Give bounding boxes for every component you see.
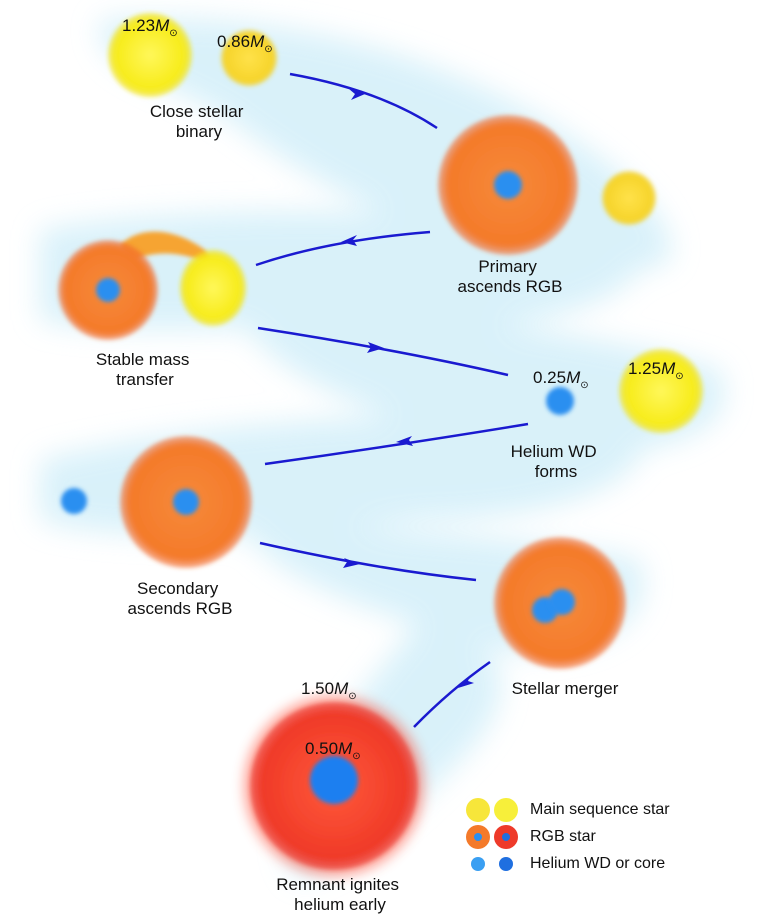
legend: Main sequence star RGB star Helium WD or… (460, 796, 760, 877)
mass-primary-label: 1.23M⊙ (122, 16, 178, 39)
remnant-label: Remnant ignites helium early (276, 875, 404, 914)
wd-icon-1 (471, 857, 485, 871)
arrowhead-5 (343, 558, 360, 568)
ms-icon-2 (494, 798, 518, 822)
mass-companion-label: 1.25M⊙ (628, 359, 684, 382)
remnant-helium-core (310, 756, 358, 804)
binary-label: Close stellar binary (150, 102, 248, 141)
legend-rgb-text: RGB star (530, 827, 596, 845)
arrow-4 (264, 422, 529, 466)
arrow-1 (289, 72, 438, 130)
arrowhead-3 (367, 342, 384, 353)
arrowhead-6 (458, 676, 474, 688)
legend-rgb: RGB star (460, 823, 760, 850)
secondary-rgb-label: Secondary ascends RGB (128, 579, 233, 618)
merger-label: Stellar merger (512, 679, 619, 698)
ms-icon-1 (466, 798, 490, 822)
donor-helium-core (96, 278, 120, 302)
legend-helium-wd: Helium WD or core (460, 850, 760, 877)
arrow-5 (259, 541, 477, 582)
mass-wd-label: 0.25M⊙ (533, 368, 589, 391)
rgb-icon-red-core (502, 833, 510, 841)
legend-helium-wd-text: Helium WD or core (530, 854, 666, 872)
arrowhead-2 (341, 235, 357, 246)
primary-rgb-label: Primary ascends RGB (458, 257, 563, 296)
mass-transfer-label: Stable mass transfer (96, 350, 194, 389)
mass-core-label: 0.50M⊙ (305, 739, 361, 762)
arrowhead-4 (396, 436, 413, 446)
primary-helium-core (494, 171, 522, 199)
stage-wd-forms: 0.25M⊙ 1.25M⊙ Helium WD forms (511, 349, 703, 481)
main-sequence-icons (460, 796, 530, 823)
primary-ms-star (108, 13, 192, 97)
companion-ms-star-large (619, 349, 703, 433)
arrow-6 (413, 660, 491, 728)
secondary-helium-core (173, 489, 199, 515)
wd-forms-label: Helium WD forms (511, 442, 602, 481)
rgb-icons (460, 823, 530, 850)
accretor-ms-star (180, 250, 246, 326)
secondary-ms-star (221, 30, 277, 86)
arrow-3 (257, 326, 509, 377)
rgb-icon-orange-core (474, 833, 482, 841)
mass-transfer-stream (120, 231, 215, 268)
arrow-2 (255, 230, 431, 267)
legend-main-sequence-text: Main sequence star (530, 800, 670, 818)
helium-wd (546, 387, 574, 415)
stage-merger: Stellar merger (494, 537, 626, 698)
wd-icon-2 (499, 857, 513, 871)
helium-wd-companion (61, 488, 87, 514)
stage-binary: 1.23M⊙ 0.86M⊙ Close stellar binary (108, 13, 277, 141)
stage-remnant: 1.50M⊙ 0.50M⊙ Remnant ignites helium ear… (244, 679, 424, 914)
companion-ms-star (602, 171, 656, 225)
legend-main-sequence: Main sequence star (460, 796, 760, 823)
stage-mass-transfer: Stable mass transfer (58, 231, 246, 389)
helium-wd-icons (460, 850, 530, 877)
mass-secondary-label: 0.86M⊙ (217, 32, 273, 55)
stage-primary-rgb: Primary ascends RGB (438, 115, 656, 296)
arrowhead-1 (349, 89, 365, 100)
merging-core-2 (549, 589, 575, 615)
mass-total-label: 1.50M⊙ (301, 679, 357, 702)
stage-secondary-rgb: Secondary ascends RGB (61, 436, 252, 618)
